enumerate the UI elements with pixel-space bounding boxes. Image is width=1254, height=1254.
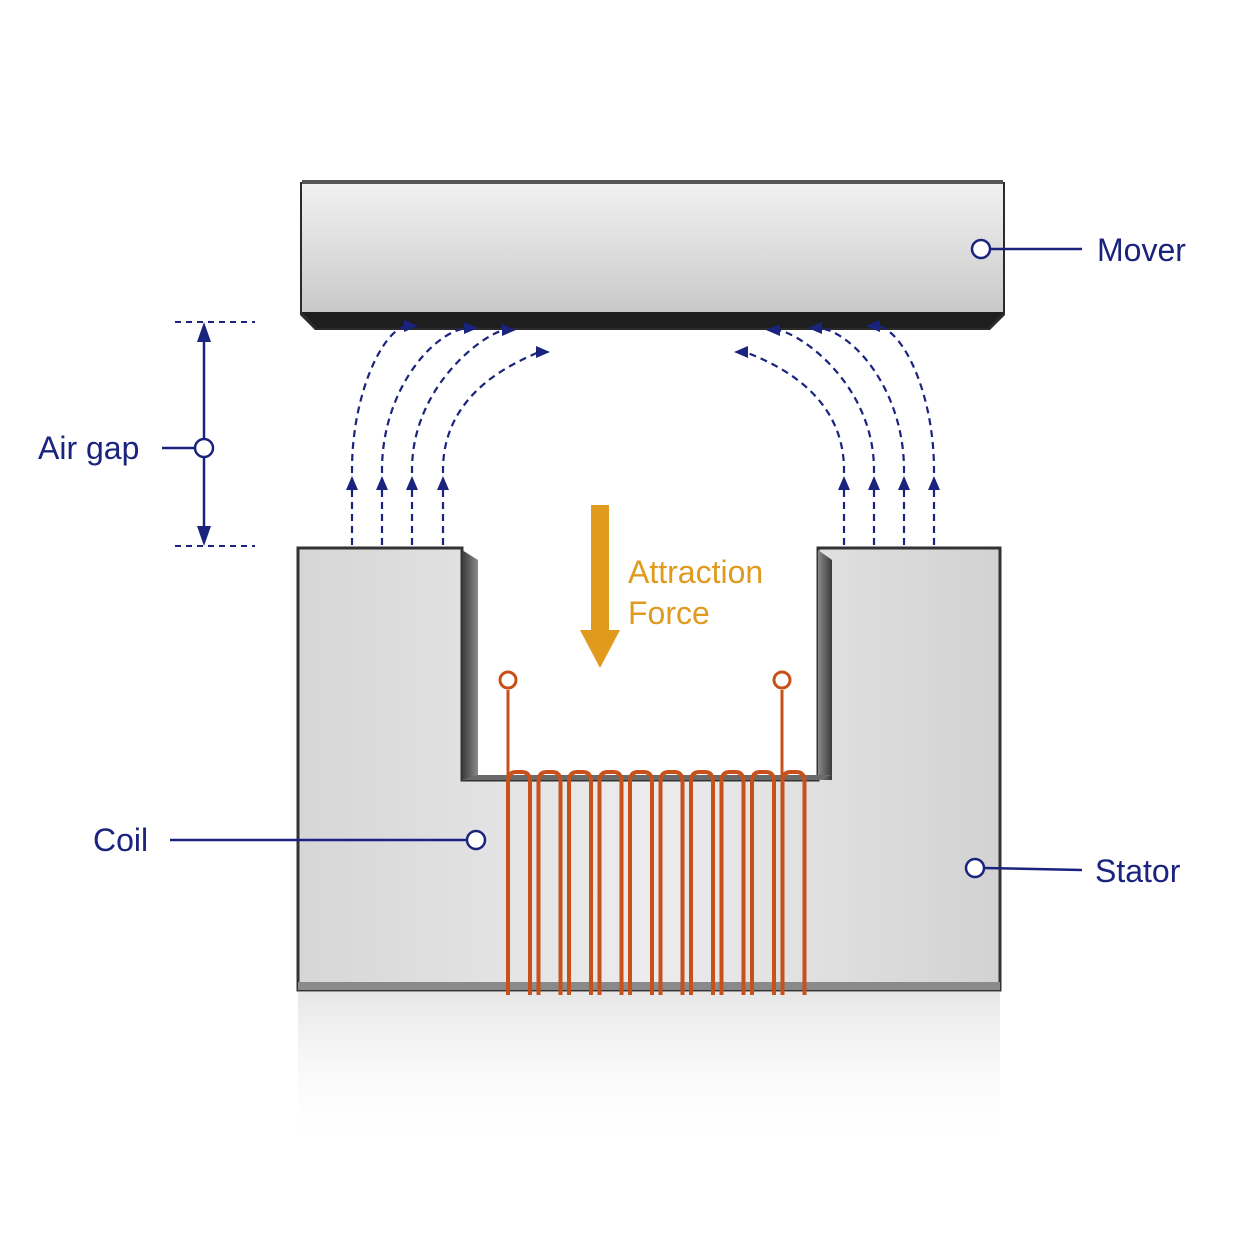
flux-line bbox=[777, 328, 876, 545]
coil-turn bbox=[536, 770, 563, 995]
stator-leader bbox=[964, 857, 1083, 879]
flux-line bbox=[745, 351, 846, 545]
flux-arrow-icon bbox=[898, 476, 910, 490]
coil-leader bbox=[170, 829, 487, 851]
stator-block bbox=[296, 546, 1002, 1152]
flux-arrow-icon bbox=[437, 476, 449, 490]
coil-turn bbox=[689, 770, 715, 995]
flux-arrow-icon bbox=[464, 322, 478, 334]
flux-lines bbox=[346, 320, 940, 545]
coil-turn bbox=[780, 770, 807, 995]
coil-turn bbox=[719, 770, 746, 995]
flux-arrow-icon bbox=[808, 322, 822, 334]
coil-turn bbox=[628, 770, 654, 995]
air-gap-dimension bbox=[162, 321, 255, 547]
flux-line bbox=[380, 326, 467, 545]
flux-arrow-icon bbox=[346, 476, 358, 490]
attraction-label-line2: Force bbox=[628, 595, 710, 631]
flux-line bbox=[441, 351, 539, 545]
flux-arrow-icon bbox=[536, 346, 550, 358]
coil-turn bbox=[750, 770, 776, 995]
mover-label: Mover bbox=[1097, 232, 1186, 268]
attraction-label-line1: Attraction bbox=[628, 554, 763, 590]
flux-line bbox=[819, 326, 906, 545]
coil-turn bbox=[597, 770, 624, 995]
coil-turn bbox=[658, 770, 685, 995]
flux-line bbox=[410, 328, 505, 545]
flux-line bbox=[350, 324, 407, 545]
stator-label: Stator bbox=[1095, 853, 1181, 889]
coil-label: Coil bbox=[93, 822, 148, 858]
mover-block bbox=[300, 180, 1005, 330]
flux-arrow-icon bbox=[734, 346, 748, 358]
coil-turn bbox=[506, 770, 532, 995]
attraction-force-arrow bbox=[580, 505, 620, 668]
flux-arrow-icon bbox=[838, 476, 850, 490]
flux-arrow-icon bbox=[928, 476, 940, 490]
flux-arrow-icon bbox=[376, 476, 388, 490]
flux-line bbox=[877, 324, 936, 545]
mover-leader bbox=[970, 238, 1082, 260]
flux-arrow-icon bbox=[406, 476, 418, 490]
coil-turn bbox=[567, 770, 593, 995]
air-gap-label: Air gap bbox=[38, 430, 139, 466]
air-gap-marker-icon bbox=[193, 437, 215, 459]
flux-arrow-icon bbox=[404, 320, 418, 332]
flux-arrow-icon bbox=[766, 324, 780, 336]
flux-arrow-icon bbox=[868, 476, 880, 490]
coil bbox=[498, 670, 807, 995]
flux-arrow-icon bbox=[866, 320, 880, 332]
flux-arrow-icon bbox=[502, 324, 516, 336]
